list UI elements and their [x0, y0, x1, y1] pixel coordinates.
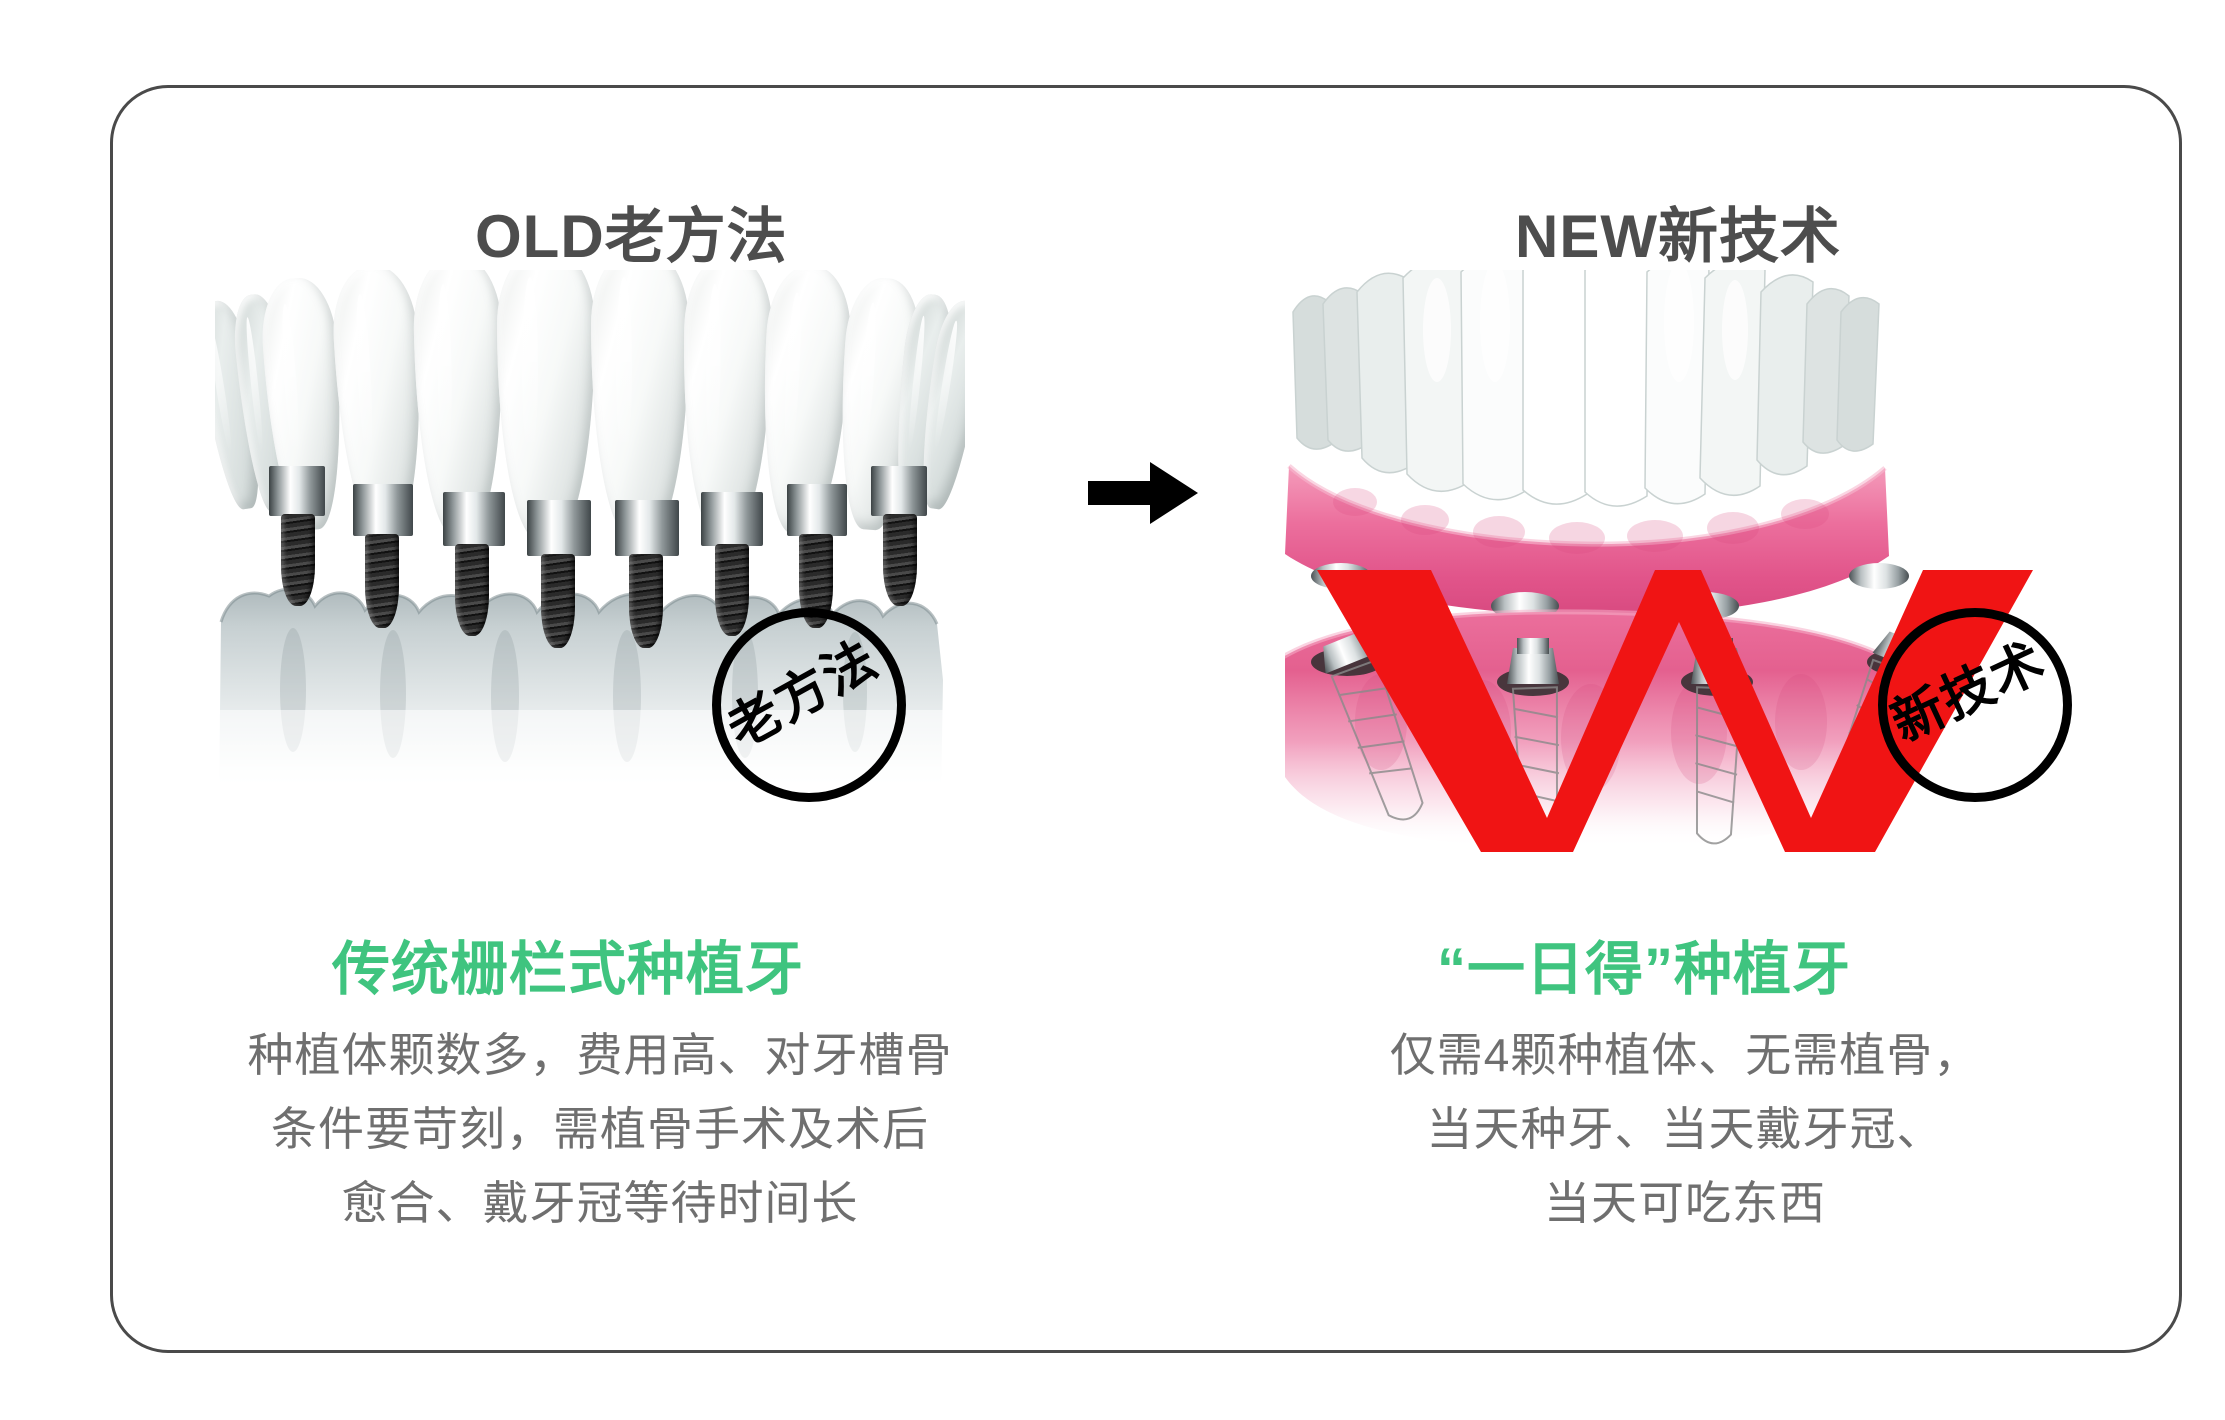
implant-screw [281, 514, 315, 606]
body-line: 仅需4颗种植体、无需植骨， [1389, 1029, 1981, 1081]
badge-new-technique-label: 新技术 [1883, 631, 2055, 753]
body-line: 当天种牙、当天戴牙冠、 [1426, 1103, 1944, 1155]
right-arrow-icon [1088, 462, 1198, 524]
implant-abutment [871, 466, 927, 516]
implant-screw [365, 534, 399, 628]
denture-teeth [1292, 270, 1880, 507]
column-title-old: OLD老方法 [475, 203, 788, 270]
column-title-new: NEW新技术 [1515, 203, 1841, 270]
badge-old-method: 老方法 [712, 608, 906, 802]
badge-old-method-label: 老方法 [718, 629, 888, 759]
body-line: 条件要苛刻，需植骨手术及术后 [271, 1103, 929, 1155]
implant-abutment [615, 500, 679, 556]
implant-screw [883, 514, 917, 606]
tooth-crown [591, 270, 689, 540]
implant-screw [455, 544, 489, 636]
implant-cluster-left [215, 270, 965, 790]
body-line: 当天可吃东西 [1544, 1177, 1826, 1229]
body-line: 愈合、戴牙冠等待时间长 [341, 1177, 859, 1229]
card-frame [110, 85, 2182, 1353]
implant-abutment [353, 484, 413, 536]
body-line: 种植体颗数多，费用高、对牙槽骨 [247, 1029, 953, 1081]
implant-abutment [269, 466, 325, 516]
body-text-new: 仅需4颗种植体、无需植骨， 当天种牙、当天戴牙冠、 当天可吃东西 [1245, 1018, 2125, 1240]
tooth-crown [497, 270, 595, 540]
implant-abutment [443, 492, 505, 546]
badge-new-technique: 新技术 [1878, 608, 2072, 802]
heading-traditional: 传统栅栏式种植牙 [332, 937, 805, 1002]
implant-screw [541, 554, 575, 648]
implant-screw [715, 544, 749, 636]
implant-abutment [701, 492, 763, 546]
body-text-traditional: 种植体颗数多，费用高、对牙槽骨 条件要苛刻，需植骨手术及术后 愈合、戴牙冠等待时… [140, 1018, 1060, 1240]
heading-new: “一日得”种植牙 [1437, 937, 1852, 1002]
implant-screw [629, 554, 663, 648]
implant-abutment [787, 484, 847, 536]
implant-abutment [527, 500, 591, 556]
